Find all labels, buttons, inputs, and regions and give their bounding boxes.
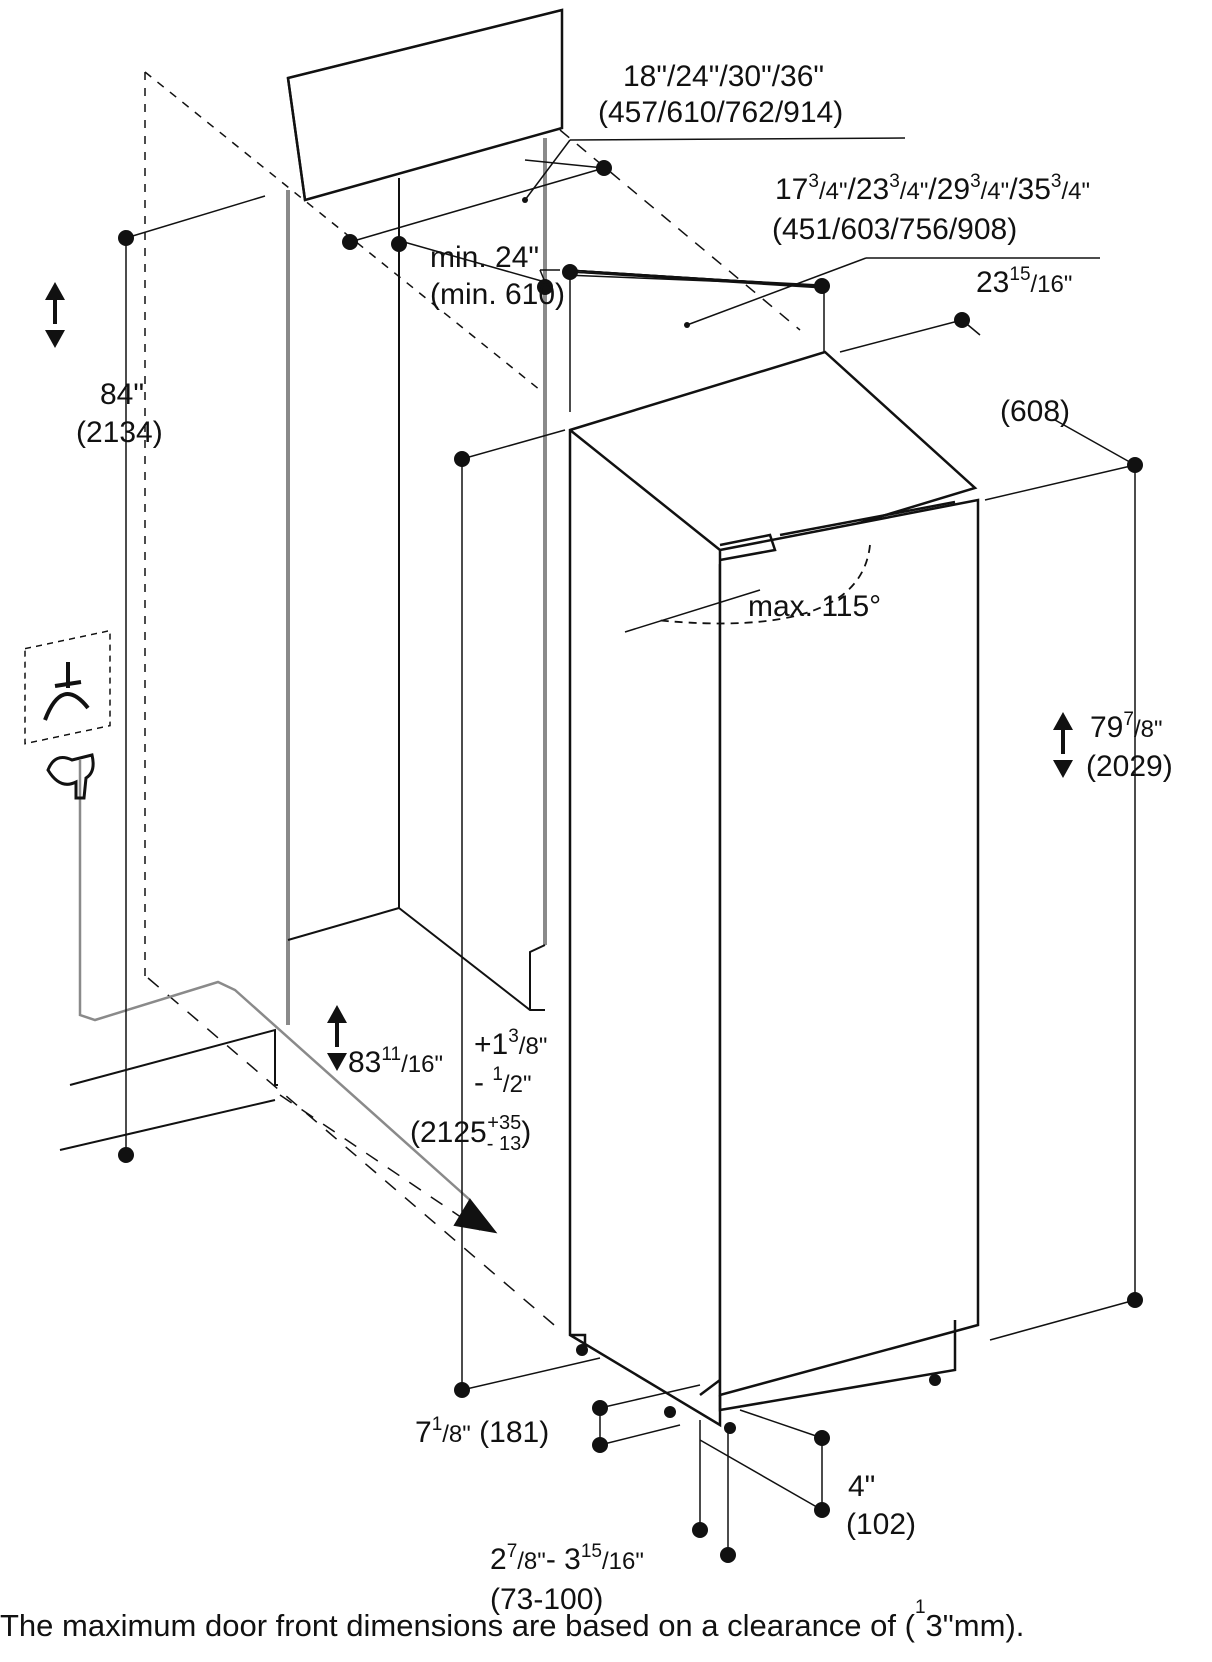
min-depth-inches: min. 24" (430, 241, 540, 274)
depth-mm: (608) (1000, 395, 1071, 428)
door-angle-label: max. 115° (748, 590, 882, 623)
depth-inches: 2315/16" (976, 264, 1073, 299)
overall-height-tolerance-plus: +13/8" (474, 1026, 548, 1061)
min-depth-mm: (min. 610) (430, 278, 566, 311)
overall-height-tolerance-minus: - 1/2" (474, 1064, 532, 1099)
electrical-outlet-icon (24, 629, 111, 745)
dimension-dots (118, 160, 1143, 1563)
plinth-height-mm: (102) (846, 1508, 917, 1541)
double-arrow-icons (45, 282, 1073, 1071)
top-panel (286, 8, 564, 202)
unit-width-inches: 173/4"/233/4"/293/4"/353/4" (775, 171, 1091, 206)
panel-width-mm: (457/610/762/914) (598, 96, 844, 129)
unit-height-inches: 797/8" (1090, 709, 1163, 744)
toe-kick-dimension: 71/8" (181) (415, 1414, 550, 1449)
plinth-depth-inches: 27/8"- 315/16" (490, 1541, 644, 1576)
plinth-depth-mm: (73-100) (490, 1583, 604, 1616)
unit-height-mm: (2029) (1086, 750, 1173, 783)
unit-width-mm: (451/603/756/908) (772, 213, 1018, 246)
water-tap-icon (46, 753, 95, 800)
plinth-height-inches: 4" (848, 1470, 876, 1503)
footnote: The maximum door front dimensions are ba… (0, 1596, 1025, 1643)
overall-height-inches: 8311/16" (348, 1044, 443, 1079)
niche-height-mm: (2134) (76, 416, 163, 449)
feet (576, 1344, 941, 1434)
appliance (568, 350, 980, 1428)
panel-width-inches: 18"/24"/30"/36" (623, 60, 825, 93)
niche-height-inches: 84" (100, 378, 145, 411)
overall-height-mm: (2125+35- 13) (410, 1112, 532, 1155)
